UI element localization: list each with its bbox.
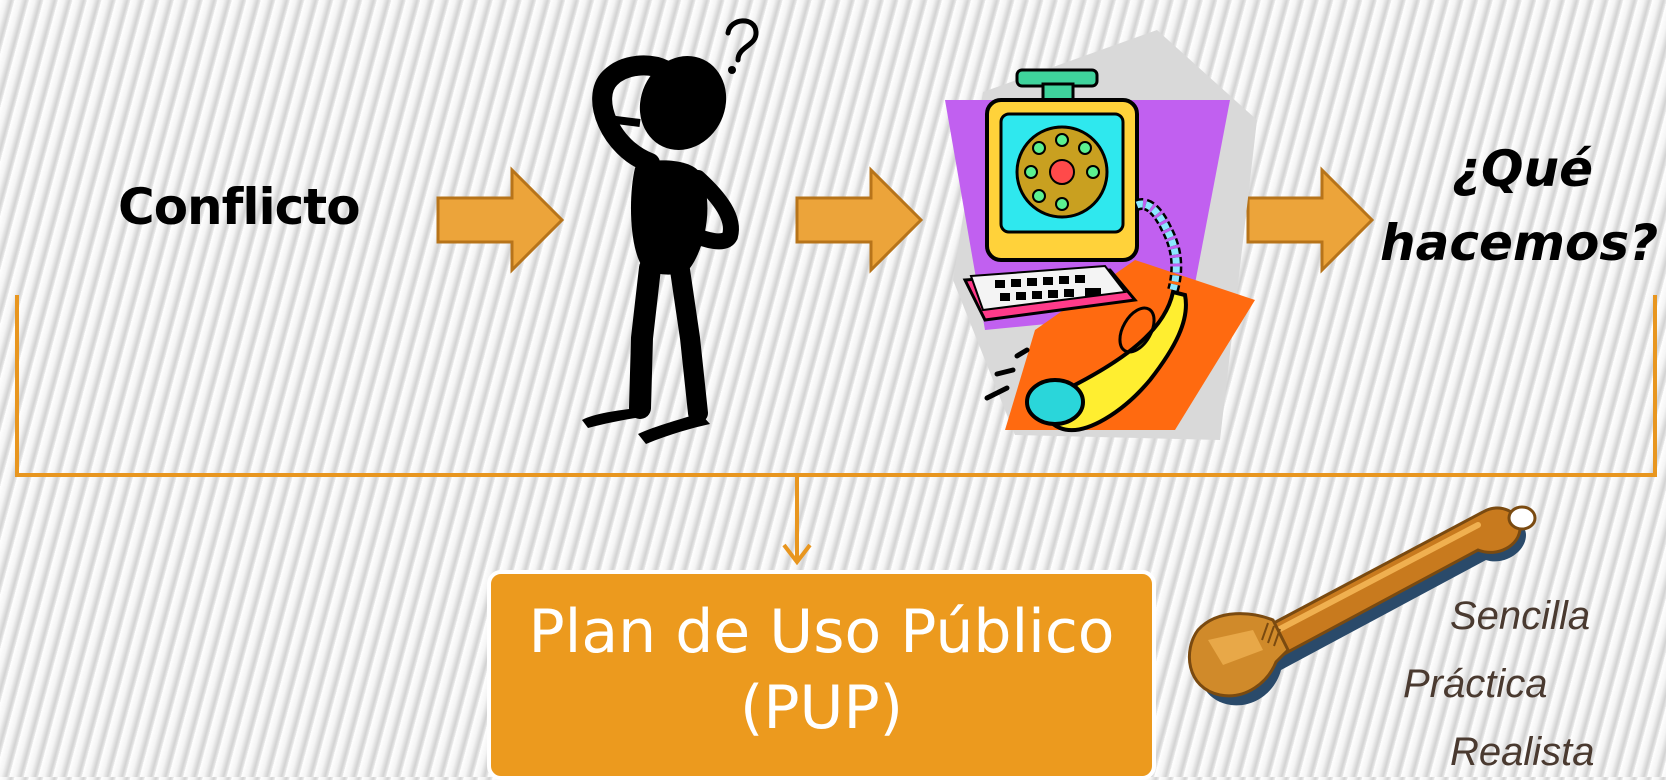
plan-uso-publico-box: Plan de Uso Público (PUP) xyxy=(487,570,1156,780)
arrow-3-icon xyxy=(1246,166,1375,274)
wrench-icon xyxy=(1187,505,1537,706)
plan-title-line1: Plan de Uso Público xyxy=(528,597,1115,667)
arrow-2-icon xyxy=(795,166,924,274)
label-conflicto: Conflicto xyxy=(118,178,361,236)
label-que-line1: ¿Qué xyxy=(1452,140,1594,198)
label-que-hacemos: ¿Qué hacemos? xyxy=(1380,132,1666,280)
quality-sencilla: Sencilla xyxy=(1450,594,1591,638)
quality-practica: Práctica xyxy=(1403,662,1548,706)
quality-realista: Realista xyxy=(1450,730,1595,774)
arrow-1-icon xyxy=(436,166,565,274)
label-que-line2: hacemos? xyxy=(1380,214,1659,272)
computer-phone-icon xyxy=(945,30,1257,440)
confused-person-icon xyxy=(582,18,759,444)
plan-title-line2: (PUP) xyxy=(739,673,904,743)
